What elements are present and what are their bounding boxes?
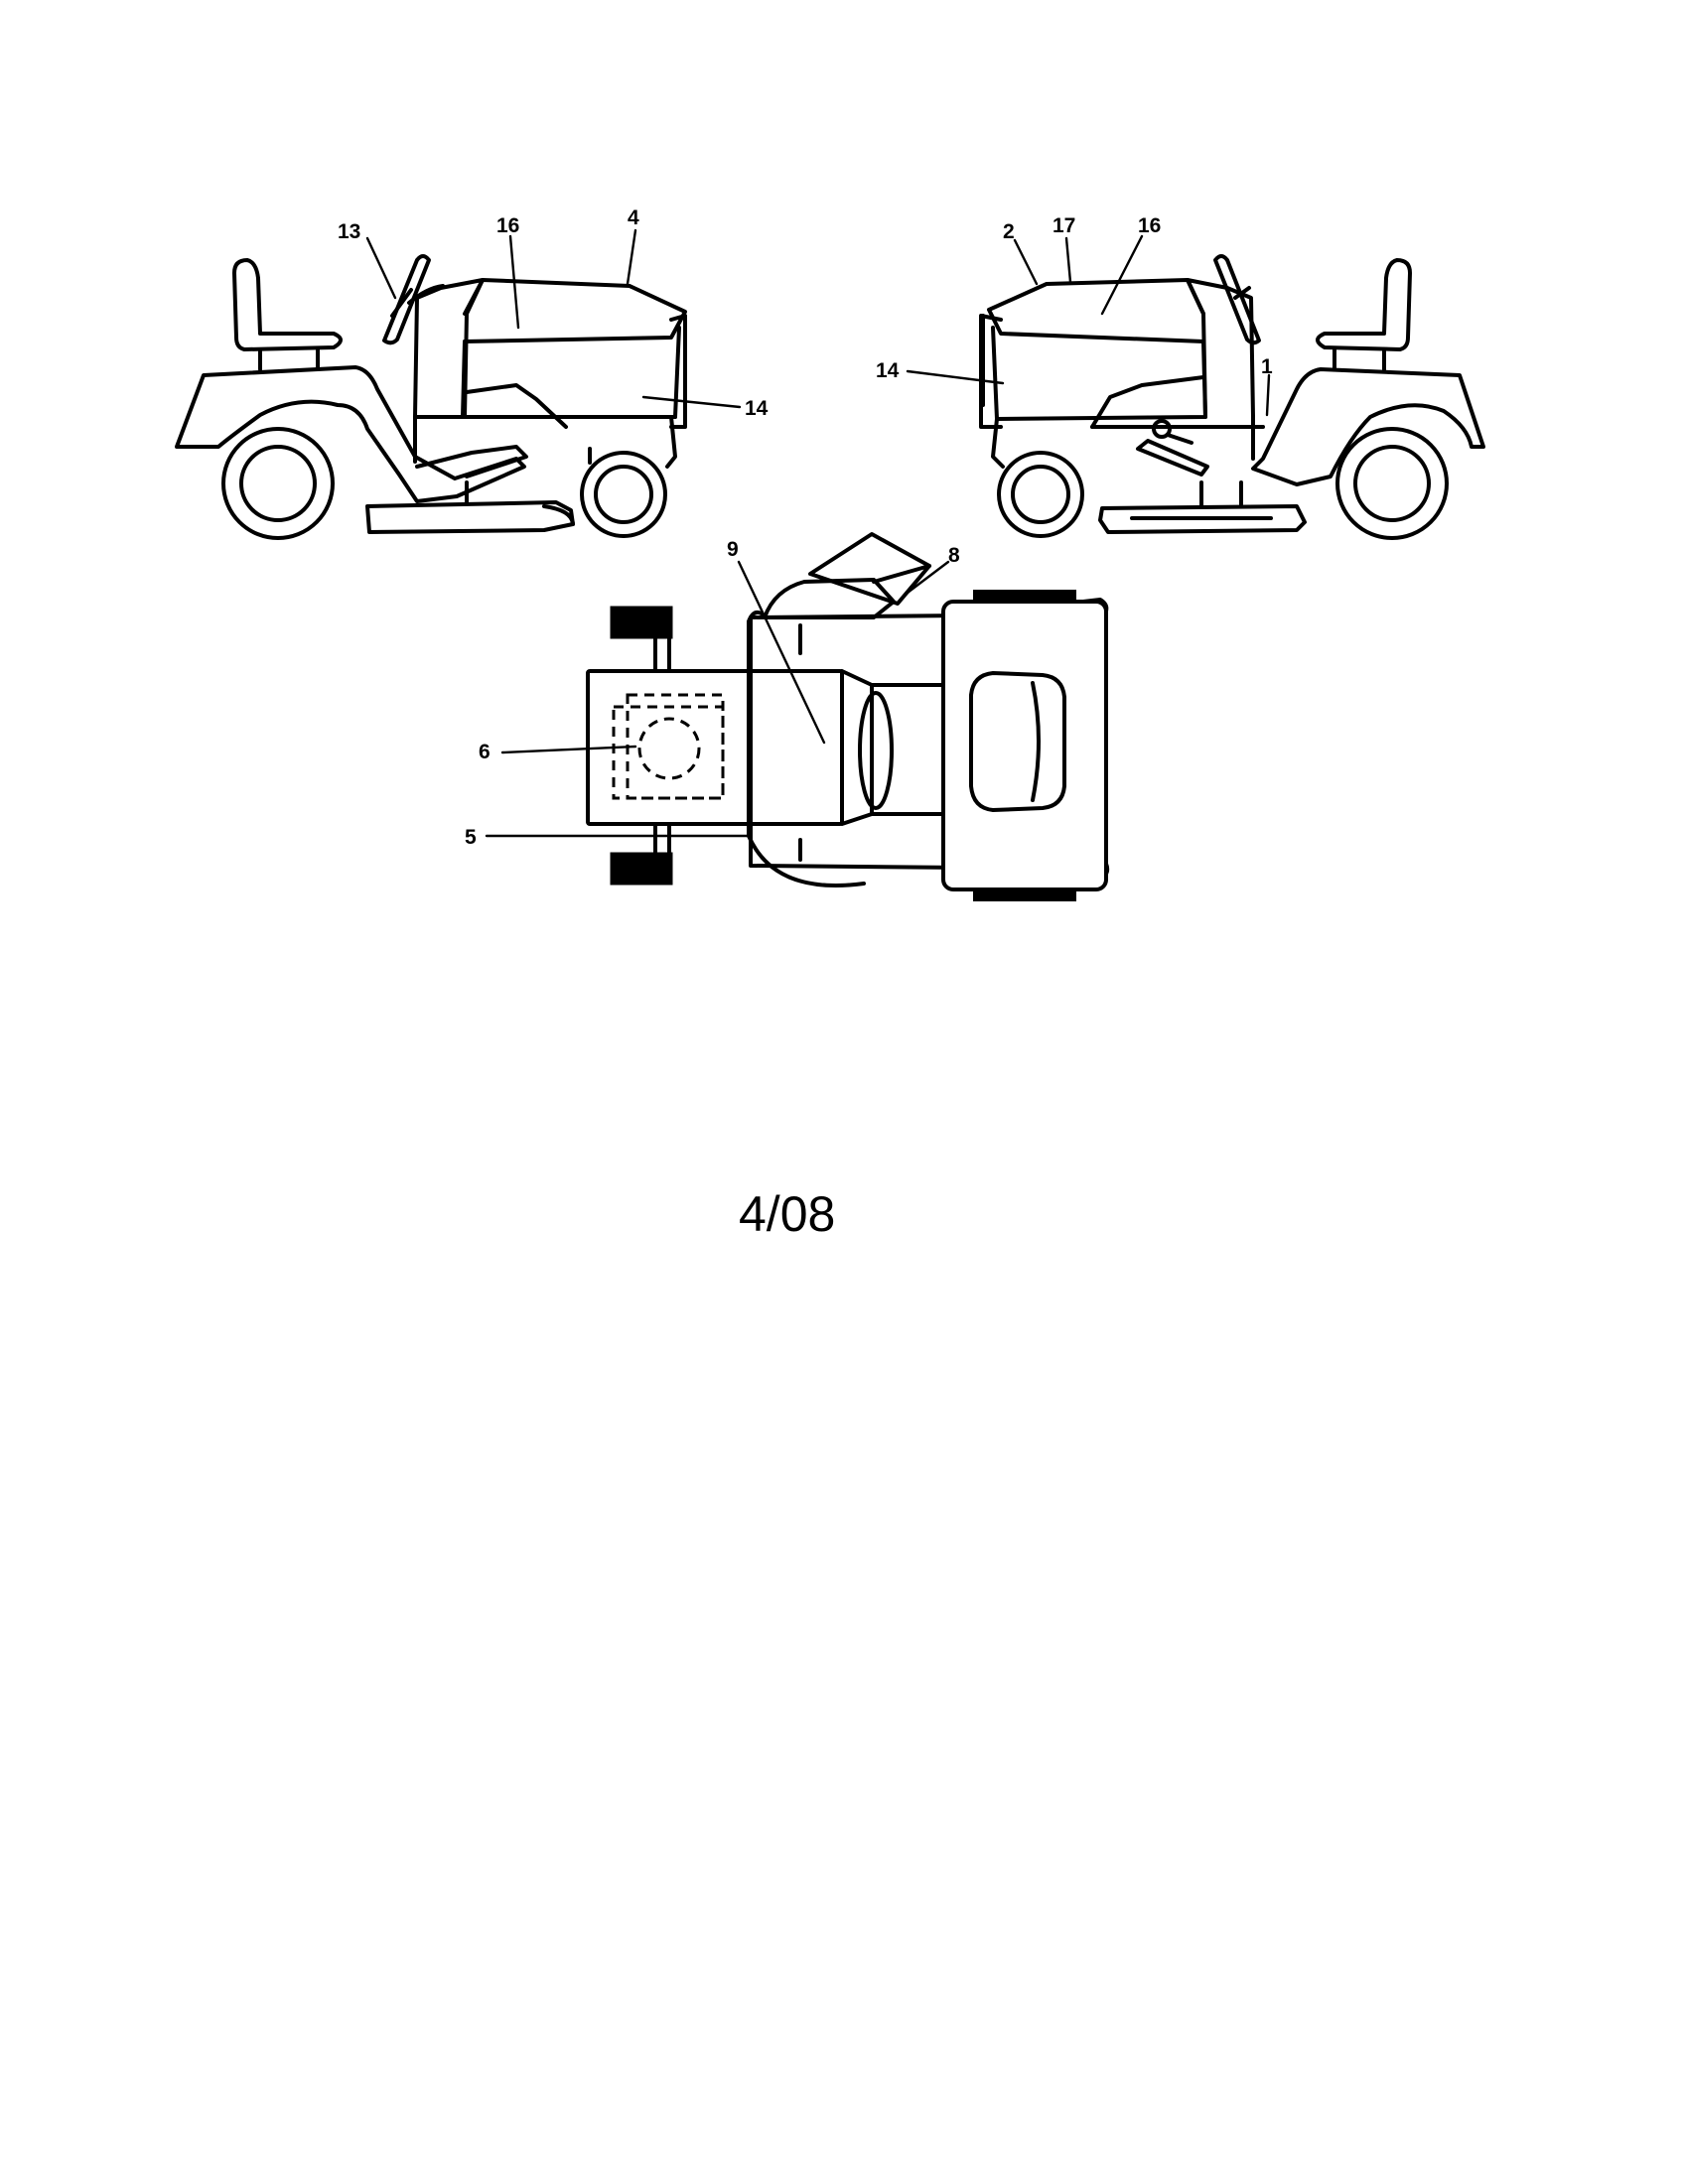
leader-left-14 [641,395,742,409]
revision-date: 4/08 [739,1186,835,1242]
leader-right-14 [906,369,1005,385]
left-side-view-tractor [175,254,687,540]
leader-right-17 [1064,236,1072,284]
callout-left-13: 13 [338,220,360,243]
callout-right-17: 17 [1052,214,1075,237]
leader-top-6 [500,745,637,754]
callout-right-2: 2 [1003,220,1015,243]
callout-left-16: 16 [496,214,519,237]
callout-left-14: 14 [745,397,769,420]
top-view-tractor [586,532,1110,901]
callout-right-1: 1 [1261,355,1273,378]
callout-right-16: 16 [1138,214,1161,237]
callout-right-14: 14 [876,359,900,382]
right-side-view-tractor [979,254,1485,540]
callout-top-5: 5 [465,826,477,849]
callout-top-8: 8 [948,544,960,567]
callout-top-9: 9 [727,538,739,561]
leader-left-4 [626,228,637,286]
leader-right-2 [1013,238,1039,286]
leader-right-1 [1265,373,1271,417]
leader-top-9 [737,560,826,745]
leader-left-16 [508,234,520,330]
leader-top-8 [902,560,950,598]
leader-left-13 [365,236,397,300]
leader-right-16 [1100,234,1144,316]
callout-left-4: 4 [628,206,639,229]
callout-top-6: 6 [479,741,491,763]
